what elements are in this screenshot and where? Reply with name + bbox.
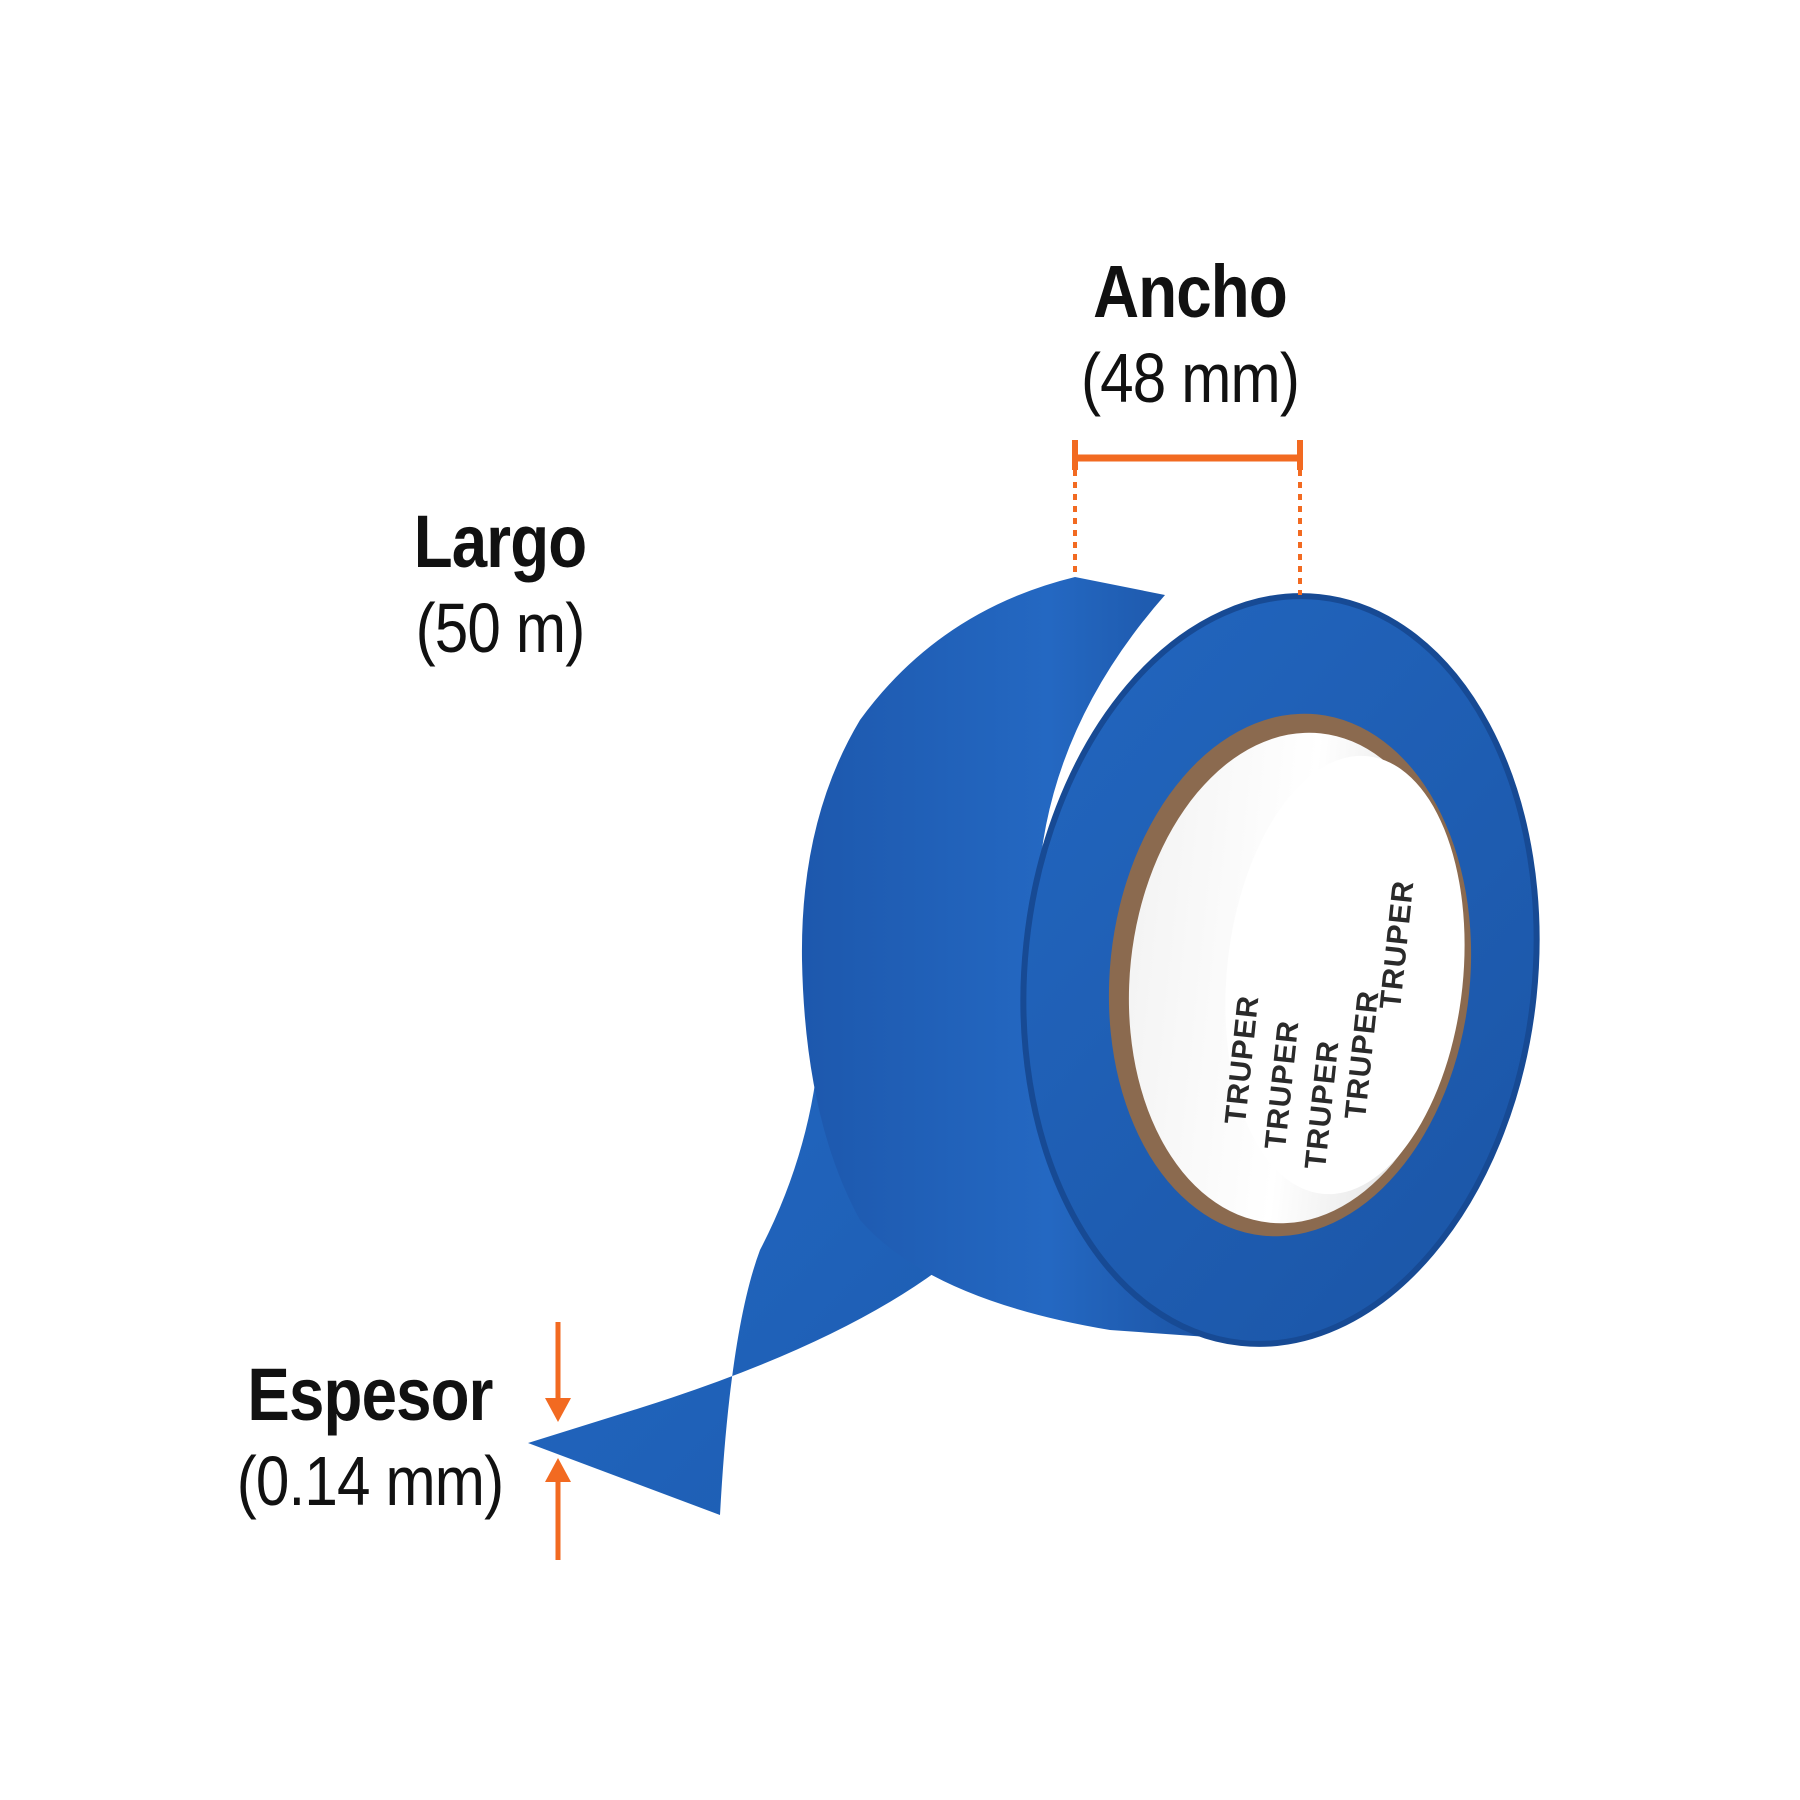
width-label-name: Ancho	[1093, 250, 1288, 333]
length-label-name: Largo	[413, 500, 587, 583]
thickness-label-value: (0.14 mm)	[236, 1442, 504, 1520]
width-label-value: (48 mm)	[1080, 339, 1300, 417]
thickness-label-name: Espesor	[247, 1353, 493, 1436]
width-marker	[1072, 440, 1303, 595]
thickness-marker	[545, 1322, 571, 1560]
core-opening	[1225, 755, 1465, 1195]
length-label-value: (50 m)	[415, 589, 586, 667]
tape-roll-face-edge	[1020, 593, 1540, 1347]
thickness-label: Espesor (0.14 mm)	[190, 1353, 550, 1520]
width-label: Ancho (48 mm)	[1040, 250, 1340, 417]
length-label: Largo (50 m)	[350, 500, 650, 667]
